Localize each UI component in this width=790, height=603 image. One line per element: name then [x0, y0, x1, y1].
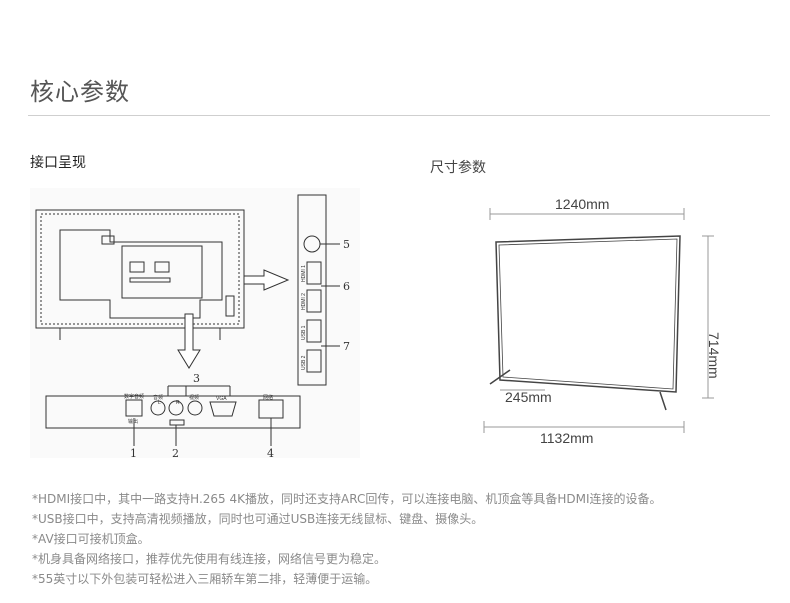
stand-width-label: 1132mm: [540, 430, 594, 446]
port-label-digital-audio: 数字音频: [124, 394, 145, 400]
tv-back-view: [35, 209, 245, 340]
callout-1: 1: [130, 447, 137, 460]
height-label: 714mm: [706, 332, 722, 379]
note-usb: *USB接口中，支持高清视频播放，同时也可通过USB连接无线鼠标、键盘、摄像头。: [32, 512, 484, 526]
interface-heading: 接口呈现: [30, 155, 86, 171]
callout-7: 7: [343, 340, 350, 353]
stand-depth-label: 245mm: [505, 389, 552, 405]
port-label-output: 输出: [128, 419, 139, 425]
title-divider: [28, 115, 770, 116]
width-label: 1240mm: [555, 196, 610, 212]
port-label-vga: VGA: [216, 396, 227, 402]
note-network: *机身具备网络接口，推荐优先使用有线连接，网络信号更为稳定。: [32, 552, 387, 566]
callout-6: 6: [343, 280, 350, 293]
port-label-audio: 音频: [153, 395, 164, 401]
port-label-l: L: [158, 400, 161, 406]
note-packaging: *55英寸以下外包装可轻松进入三厢轿车第二排，轻薄便于运输。: [32, 572, 378, 586]
note-hdmi: *HDMI接口中，其中一路支持H.265 4K播放，同时还支持ARC回传，可以连…: [32, 492, 662, 506]
diagram-background: [30, 188, 360, 458]
callout-4: 4: [267, 447, 274, 460]
tv-front-view: [489, 235, 681, 411]
port-label-video: 视频: [189, 395, 200, 401]
notes-list: *HDMI接口中，其中一路支持H.265 4K播放，同时还支持ARC回传，可以连…: [32, 489, 662, 589]
callout-2: 2: [172, 447, 179, 460]
port-label-network: 网络: [263, 395, 274, 401]
bottom-port-panel: [45, 385, 301, 446]
port-label-r: R: [176, 400, 180, 406]
callout-3: 3: [193, 372, 200, 385]
arrow-right: [243, 269, 290, 291]
page-title: 核心参数: [30, 78, 130, 106]
dimension-heading: 尺寸参数: [430, 160, 486, 176]
side-port-panel: [297, 194, 340, 386]
note-av: *AV接口可接机顶盒。: [32, 532, 150, 546]
callout-5: 5: [343, 238, 350, 251]
arrow-down: [177, 313, 201, 369]
